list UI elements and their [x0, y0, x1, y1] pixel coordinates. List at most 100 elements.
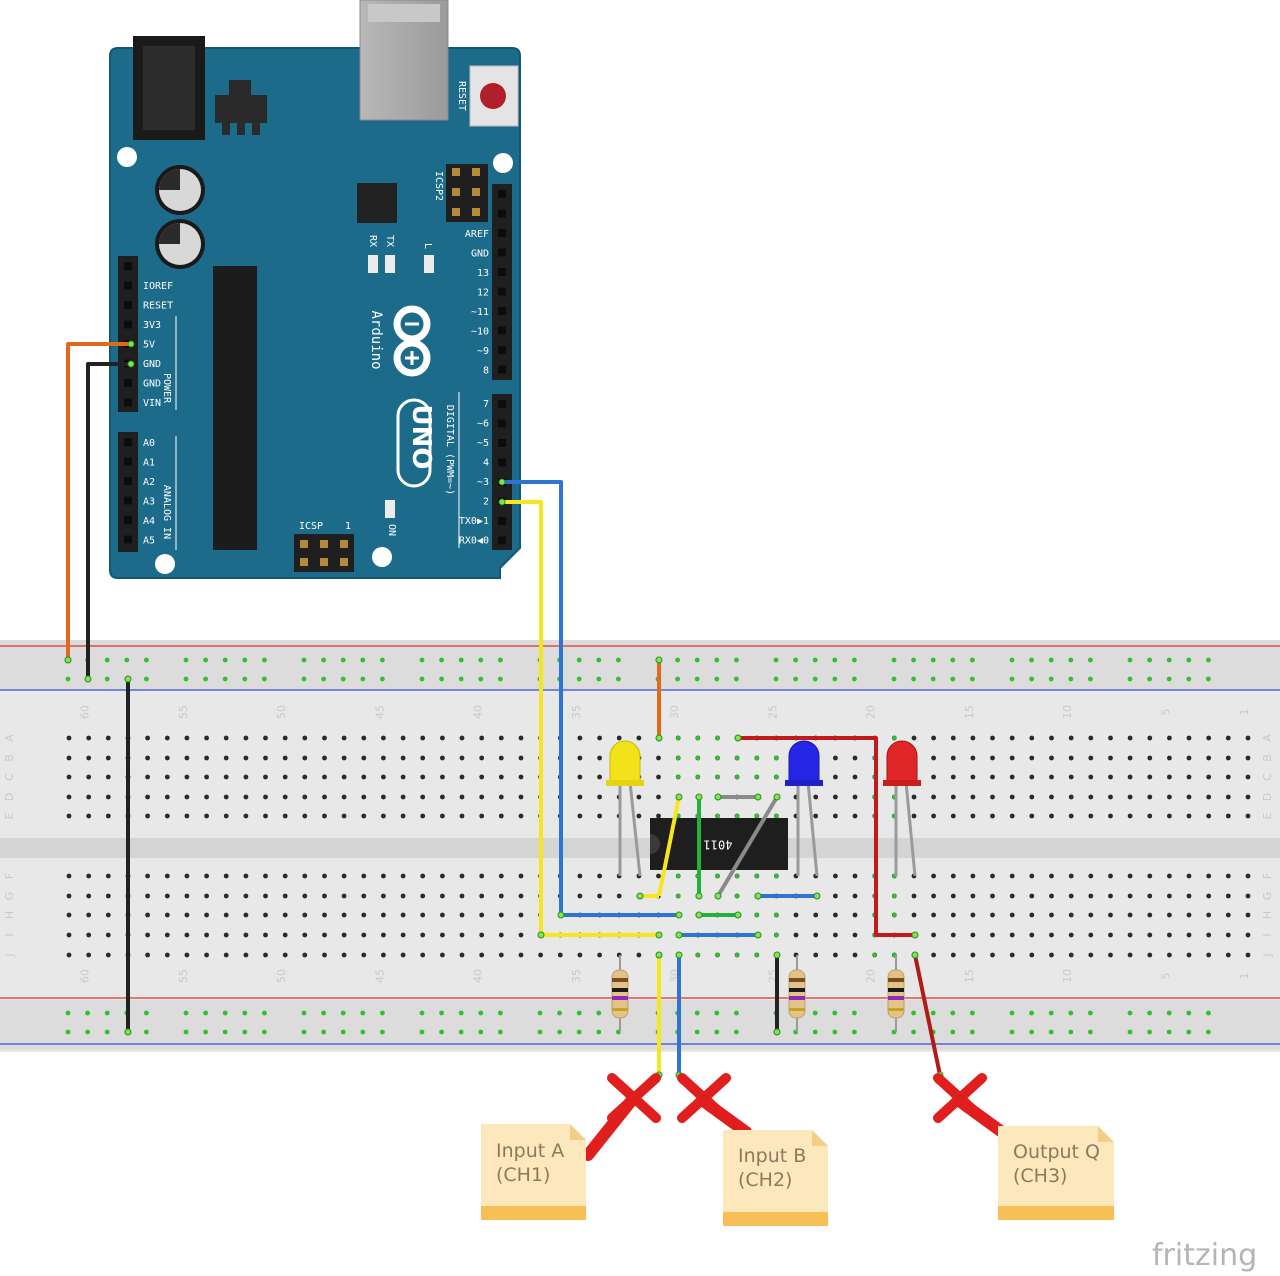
rail-hole	[203, 676, 209, 682]
breadboard-hole	[1108, 893, 1113, 899]
rail-hole	[301, 1010, 307, 1016]
breadboard-hole	[1009, 774, 1015, 780]
breadboard-hole	[970, 794, 976, 800]
rail-hole	[773, 676, 779, 682]
breadboard-hole-connected	[754, 873, 759, 879]
icsp-pin	[452, 188, 460, 196]
rail-hole	[458, 1029, 464, 1035]
rail-hole	[930, 1010, 936, 1016]
breadboard-hole	[400, 893, 406, 899]
breadboard-hole	[282, 932, 288, 938]
breadboard-hole	[950, 774, 956, 780]
power-pin-label: 3V3	[143, 320, 161, 331]
rail-hole	[301, 676, 307, 682]
wire-pin2	[502, 500, 659, 937]
rail-hole	[832, 1029, 838, 1035]
breadboard-hole	[931, 774, 936, 780]
rail-hole	[930, 676, 936, 682]
breadboard-hole	[656, 755, 661, 761]
breadboard-hole	[1088, 952, 1094, 958]
digital-pin-label: TX0▶1	[459, 516, 489, 527]
breadboard-hole	[1245, 912, 1251, 918]
digital-pin-label: 4	[483, 458, 489, 469]
rail-hole	[458, 657, 464, 663]
rail-hole	[832, 657, 838, 663]
breadboard-hole-connected	[715, 813, 720, 819]
breadboard-hole	[1225, 952, 1231, 958]
digital-pin-label: RX0◀0	[459, 536, 489, 547]
breadboard-hole	[282, 794, 288, 800]
center-channel	[0, 838, 1280, 858]
breadboard-hole-connected	[774, 912, 779, 918]
rail-hole	[1088, 676, 1093, 682]
breadboard-hole	[145, 912, 151, 918]
breadboard-hole	[145, 893, 151, 899]
row-letter: G	[1261, 892, 1274, 901]
breadboard-hole	[498, 893, 504, 899]
led-tx-label: TX	[384, 235, 395, 247]
breadboard-hole	[1088, 794, 1094, 800]
rail-hole	[242, 657, 248, 663]
breadboard-hole	[1167, 932, 1172, 938]
breadboard-hole	[1206, 912, 1212, 918]
rail-hole	[1088, 1029, 1093, 1035]
rail-hole	[340, 676, 346, 682]
analog-pin-label: A3	[143, 497, 155, 508]
breadboard-hole	[381, 932, 386, 938]
breadboard-hole	[793, 912, 799, 918]
breadboard-hole	[1029, 794, 1035, 800]
breadboard-hole	[400, 755, 406, 761]
rail-hole	[812, 657, 818, 663]
rail-hole	[340, 1029, 346, 1035]
rail-hole	[1068, 676, 1074, 682]
breadboard-hole	[1029, 932, 1035, 938]
breadboard-hole-connected	[715, 952, 720, 958]
breadboard-hole-connected	[774, 873, 779, 879]
breadboard-hole	[420, 794, 426, 800]
breadboard-hole	[164, 932, 170, 938]
rail-hole	[360, 1029, 366, 1035]
row-letter: G	[3, 892, 16, 901]
wire-end	[813, 892, 821, 900]
analog-pin-label: A4	[143, 516, 155, 527]
breadboard-hole	[361, 912, 367, 918]
wire-end	[734, 911, 742, 919]
breadboard-hole	[518, 755, 524, 761]
breadboard-hole	[1108, 755, 1113, 761]
breadboard-hole	[498, 813, 504, 819]
breadboard-hole	[184, 813, 190, 819]
probe-note-b-line2: (CH2)	[738, 1169, 792, 1191]
wire-end	[655, 734, 663, 742]
rail-hole	[183, 657, 189, 663]
breadboard-hole	[164, 794, 170, 800]
row-letter: H	[3, 911, 16, 919]
breadboard-hole	[479, 873, 485, 879]
breadboard-hole	[341, 774, 347, 780]
rail-hole	[1147, 1029, 1152, 1035]
breadboard-hole	[243, 735, 249, 741]
breadboard-hole	[931, 873, 936, 879]
breadboard-hole-connected	[676, 893, 681, 899]
jumper-yellow	[657, 796, 681, 897]
breadboard-hole	[1206, 932, 1212, 938]
breadboard-hole	[950, 735, 956, 741]
breadboard-hole	[145, 735, 151, 741]
breadboard-hole	[440, 794, 445, 800]
breadboard-hole-connected	[695, 755, 700, 761]
brand-label: Arduino	[368, 310, 384, 369]
breadboard-hole	[184, 932, 190, 938]
breadboard-hole	[813, 912, 819, 918]
breadboard-hole	[931, 794, 936, 800]
breadboard-hole	[400, 912, 406, 918]
breadboard-hole	[1068, 952, 1074, 958]
rail-hole	[478, 1029, 484, 1035]
breadboard-hole	[833, 932, 838, 938]
breadboard-hole	[440, 893, 445, 899]
breadboard-hole	[1225, 774, 1231, 780]
breadboard-hole	[341, 893, 347, 899]
rail-hole	[1186, 657, 1192, 663]
breadboard-hole	[1049, 735, 1054, 741]
rail-hole	[714, 1029, 720, 1035]
